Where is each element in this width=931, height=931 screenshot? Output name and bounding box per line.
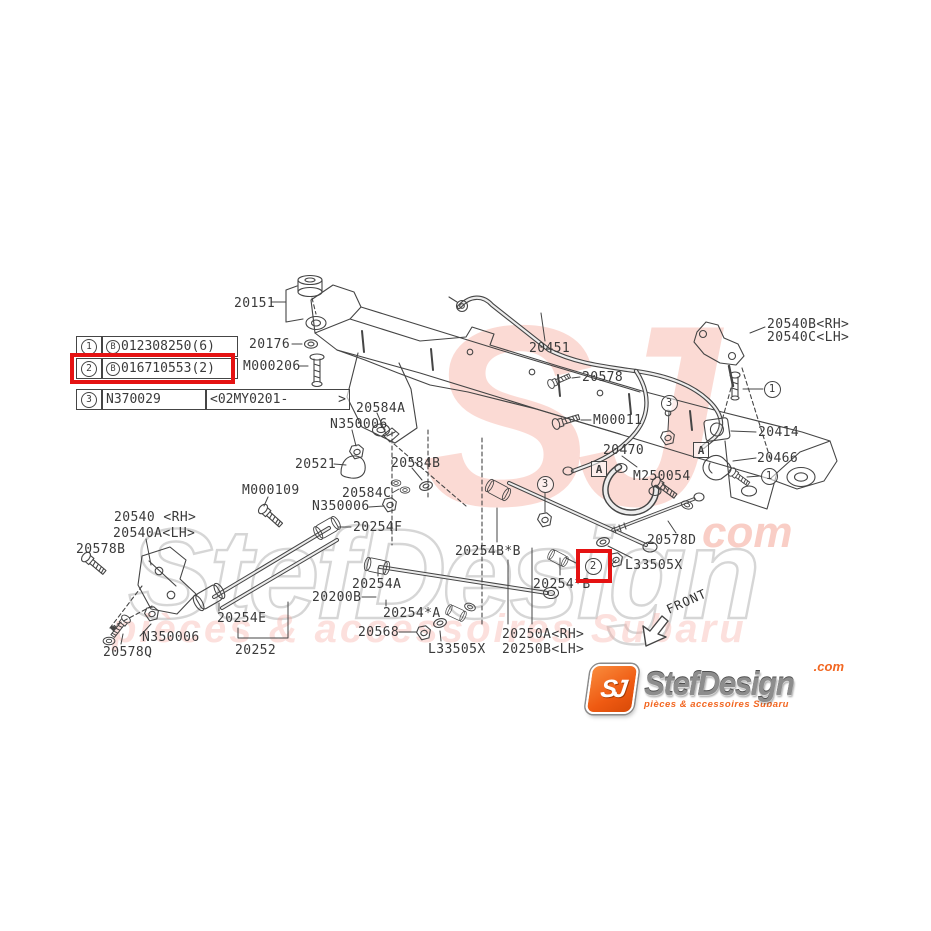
plug-20521: [340, 455, 366, 479]
part-label-m000109: M000109: [242, 483, 300, 498]
construction-lines: [391, 367, 772, 625]
part-label-20250b-lh: 20250B<LH>: [502, 642, 585, 657]
part-label-20584a: 20584A: [356, 401, 406, 416]
logo-tagline: pièces & accessoires Subaru: [644, 699, 789, 710]
part-label-n350006: N350006: [312, 499, 370, 514]
lateral-link-rear: [483, 477, 658, 569]
legend-table-applicability: 3 N370029 <02MY0201- >: [76, 389, 350, 411]
washer-20584C: [390, 479, 402, 487]
part-label-20568: 20568: [358, 625, 400, 640]
part-label-20584c: 20584C: [342, 486, 392, 501]
legend-row-3-number: 3: [76, 389, 102, 410]
part-label-l33505x: L33505X: [625, 558, 683, 573]
washer-20176: [303, 339, 319, 349]
part-label-20250a-rh: 20250A<RH>: [502, 627, 585, 642]
clamp-20466: [702, 454, 732, 481]
part-label-20584b: 20584B: [391, 456, 441, 471]
part-label-20578q: 20578Q: [103, 645, 153, 660]
watermark-tagline-text: pièces & accessoires Subaru: [111, 607, 747, 651]
callout-circle-3: 3: [660, 394, 678, 412]
part-label-20254e: 20254E: [217, 611, 267, 626]
part-label-20470: 20470: [603, 443, 645, 458]
crossmember-20151-assembly: [305, 284, 838, 510]
logo-tld: .com: [813, 659, 844, 674]
legend-row-3: 3 N370029 <02MY0201- >: [76, 389, 350, 410]
leader-lines: [120, 312, 766, 645]
part-label-m250054: M250054: [633, 469, 691, 484]
lateral-link-front: [362, 556, 560, 623]
part-label-20578d: 20578D: [647, 533, 697, 548]
part-label-l33505x: L33505X: [428, 642, 486, 657]
highlight-box-legend-row-2: [70, 353, 235, 384]
part-label-20176: 20176: [249, 337, 291, 352]
stefdesign-monogram-icon: SJ: [584, 664, 640, 714]
part-label-m00011: M00011: [593, 413, 643, 428]
legend-row-1-code: B 012308250(6): [102, 336, 238, 357]
watermark: SJ StefDesign com pièces & accessoires S…: [111, 271, 792, 651]
part-label-20540c-lh: 20540C<LH>: [767, 330, 850, 345]
trailing-link-20252: [190, 514, 343, 613]
callout-circle-2: 2: [584, 557, 602, 575]
bracket-20540: [109, 546, 197, 632]
part-label-20254b-b: 20254B*B: [455, 544, 521, 559]
part-label-m000206: M000206: [243, 359, 301, 374]
callout-box-A: A: [693, 442, 709, 458]
legend-row-2-number: 2: [76, 358, 102, 379]
part-label-20466: 20466: [757, 451, 799, 466]
bracket-20540B: [693, 321, 745, 401]
legend-row-3-range: <02MY0201- >: [206, 389, 350, 410]
part-label-20254a: 20254A: [352, 577, 402, 592]
stabilizer-bar-20451: [448, 295, 724, 476]
part-label-20451: 20451: [529, 341, 571, 356]
callout-circle-1: 1: [760, 467, 778, 485]
part-label-20254f: 20254F: [353, 520, 403, 535]
screw-M000206: [309, 353, 325, 388]
legend-row-2-code: B 016710553(2): [102, 358, 238, 379]
part-label-20414: 20414: [758, 425, 800, 440]
front-arrow-icon: [642, 615, 669, 647]
part-label-n350006: N350006: [142, 630, 200, 645]
part-label-20540b-rh: 20540B<RH>: [767, 317, 850, 332]
logo-text-block: .com StefDesign pièces & accessoires Sub…: [644, 659, 848, 710]
part-label-20254-a: 20254*A: [383, 606, 441, 621]
rod-20578D: [611, 492, 705, 534]
diagram-line-art: [79, 274, 838, 647]
clip-20584A: [382, 427, 400, 443]
part-label-20578: 20578: [582, 370, 624, 385]
part-label-20521: 20521: [295, 457, 337, 472]
callout-box-A: A: [591, 461, 607, 477]
link-20470: [602, 462, 662, 516]
nut-N350006: [347, 442, 366, 461]
part-label-20252: 20252: [235, 643, 277, 658]
part-label-20151: 20151: [234, 296, 276, 311]
part-label-n350006: N350006: [330, 417, 388, 432]
callout-circle-3: 3: [536, 475, 554, 493]
washer-20584C: [399, 486, 411, 494]
callout-circle-1: 1: [763, 380, 781, 398]
part-label-20200b: 20200B: [312, 590, 362, 605]
highlight-box-callout-circle-2: [576, 549, 612, 583]
part-label-20254-b: 20254*B: [533, 577, 591, 592]
watermark-tld-text: com: [702, 508, 792, 557]
logo-brand: StefDesign: [644, 665, 795, 702]
stefdesign-logo: SJ .com StefDesign pièces & accessoires …: [584, 659, 848, 722]
legend-row-2: 2 B 016710553(2): [76, 358, 238, 379]
legend-row-3-part: N370029: [102, 389, 206, 410]
bushing-20414: [703, 417, 731, 442]
bushing-20151: [270, 274, 323, 323]
part-label-20540-rh: 20540 <RH>: [114, 510, 197, 525]
part-label-20578b: 20578B: [76, 542, 126, 557]
part-label-20540a-lh: 20540A<LH>: [113, 526, 196, 541]
